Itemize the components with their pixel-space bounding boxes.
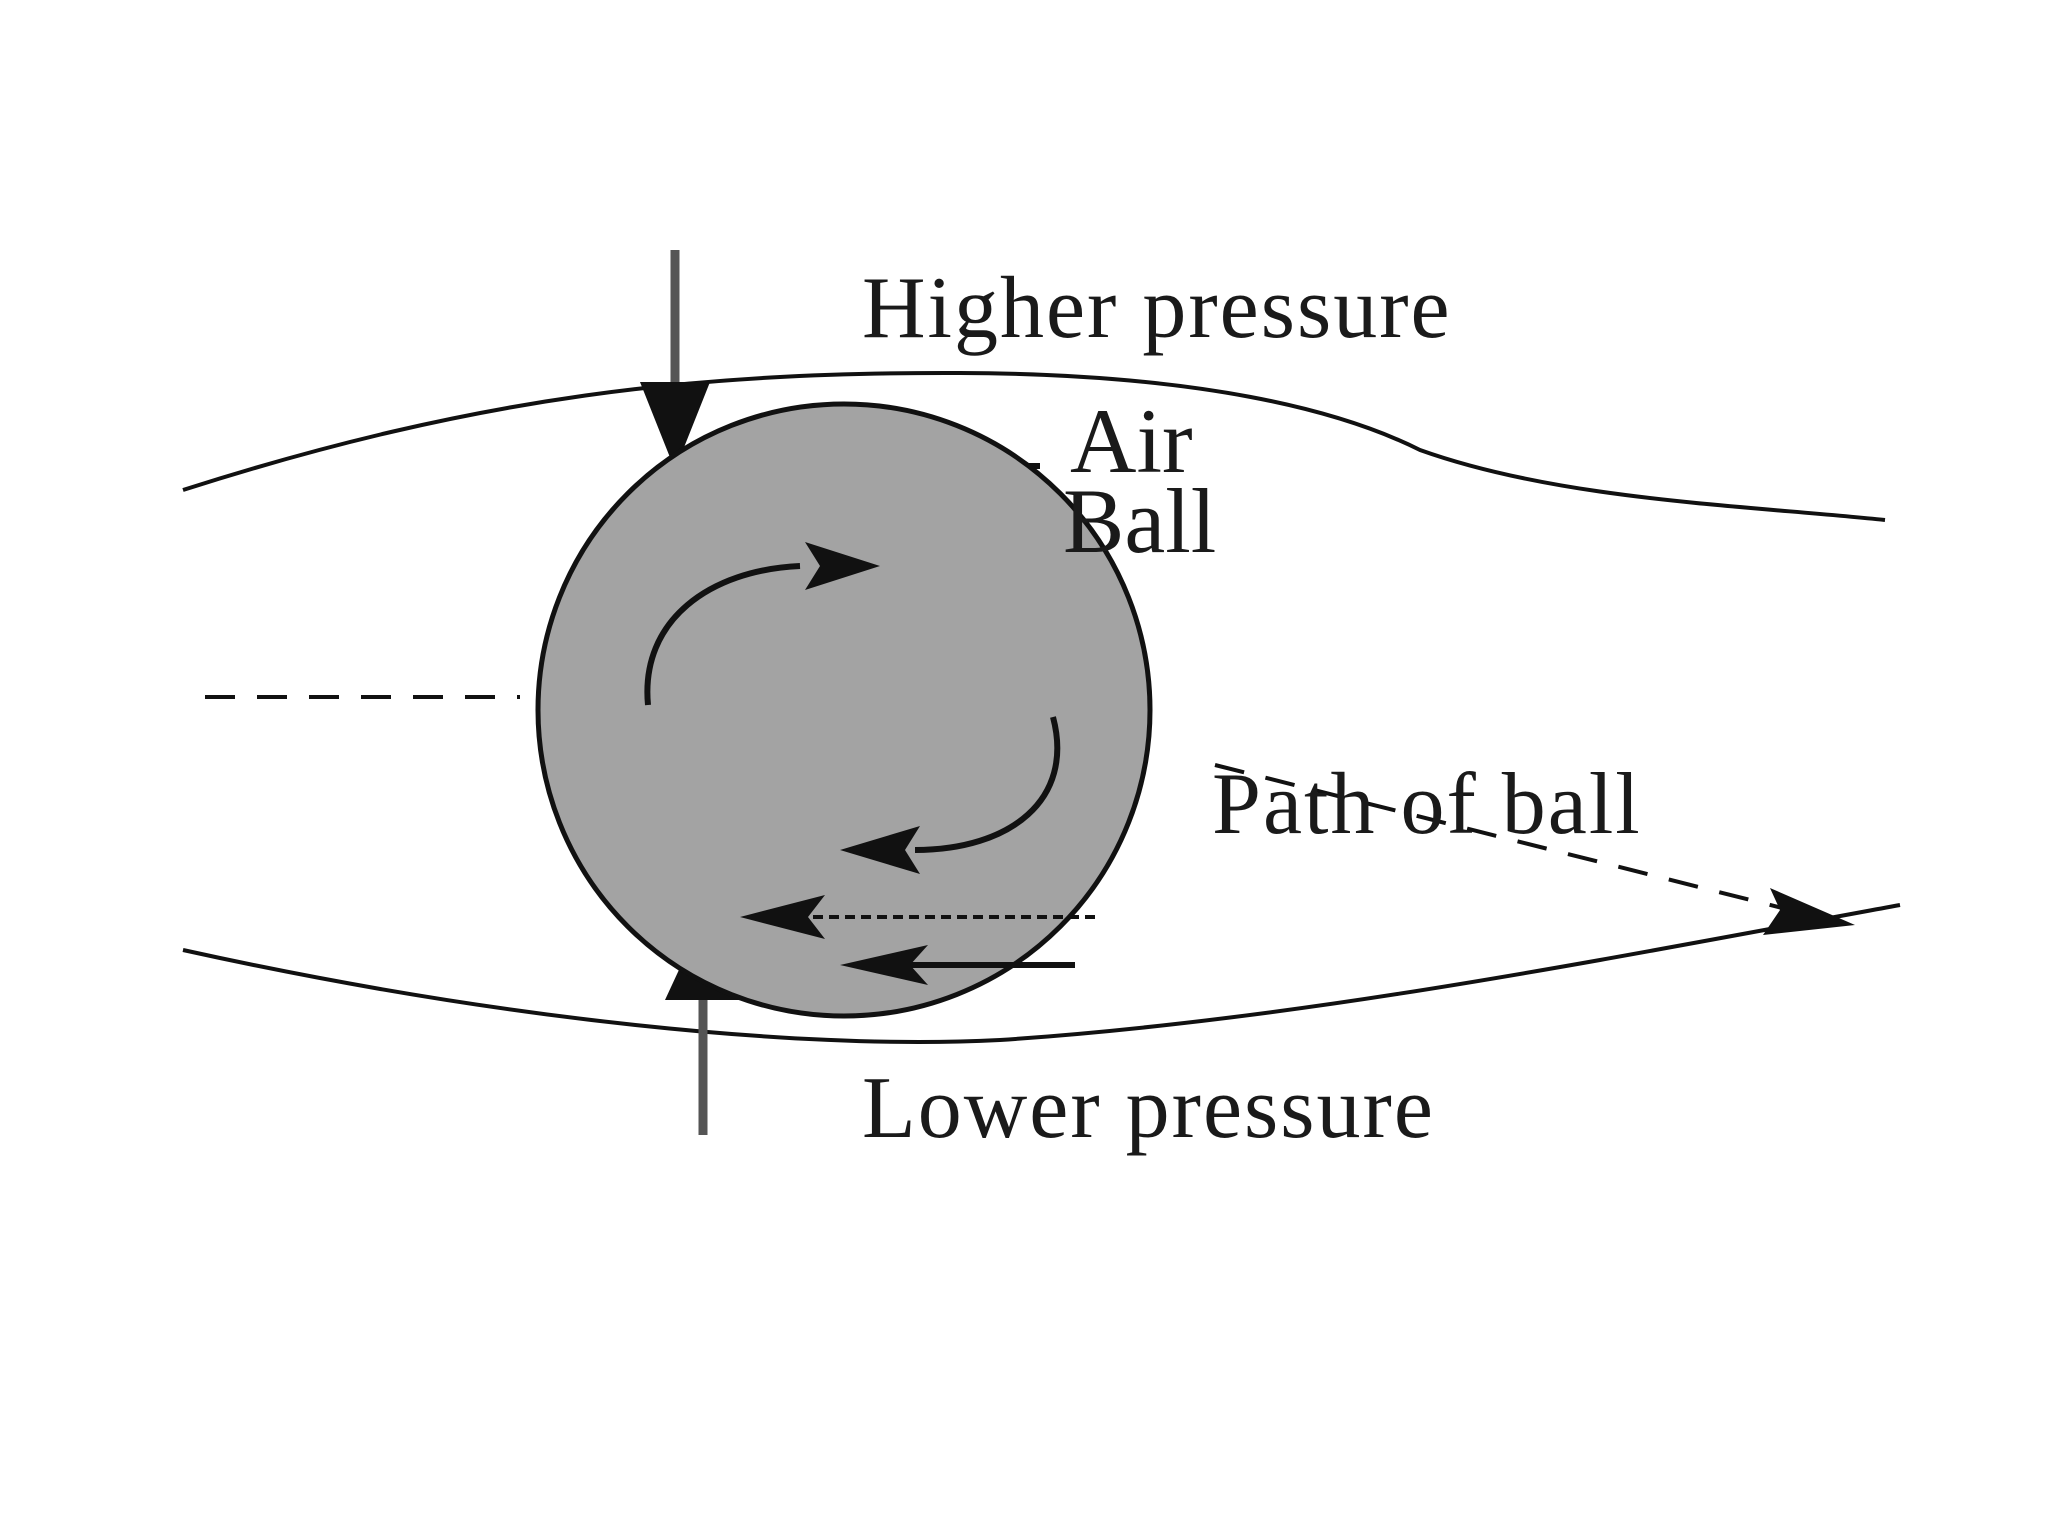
higher-pressure-arrow — [640, 250, 710, 470]
air-arrow-bottom — [840, 945, 1075, 985]
path-of-ball-arrow — [1214, 763, 1855, 935]
ball-label: Ball — [1063, 470, 1216, 572]
spinning-ball — [535, 401, 1153, 1019]
air-label: Air — [1070, 390, 1193, 492]
path-of-ball-label: Path of ball — [1212, 756, 1642, 853]
spin-arrow-upper — [644, 542, 880, 706]
higher-pressure-label: Higher pressure — [862, 260, 1452, 357]
lower-pressure-label: Lower pressure — [862, 1060, 1435, 1157]
spin-arrow-lower — [840, 716, 1061, 874]
upper-airflow-curve — [182, 370, 1886, 522]
lower-airflow-curve — [182, 903, 1901, 1044]
ball-direction-arrow-bottom — [740, 895, 1095, 939]
